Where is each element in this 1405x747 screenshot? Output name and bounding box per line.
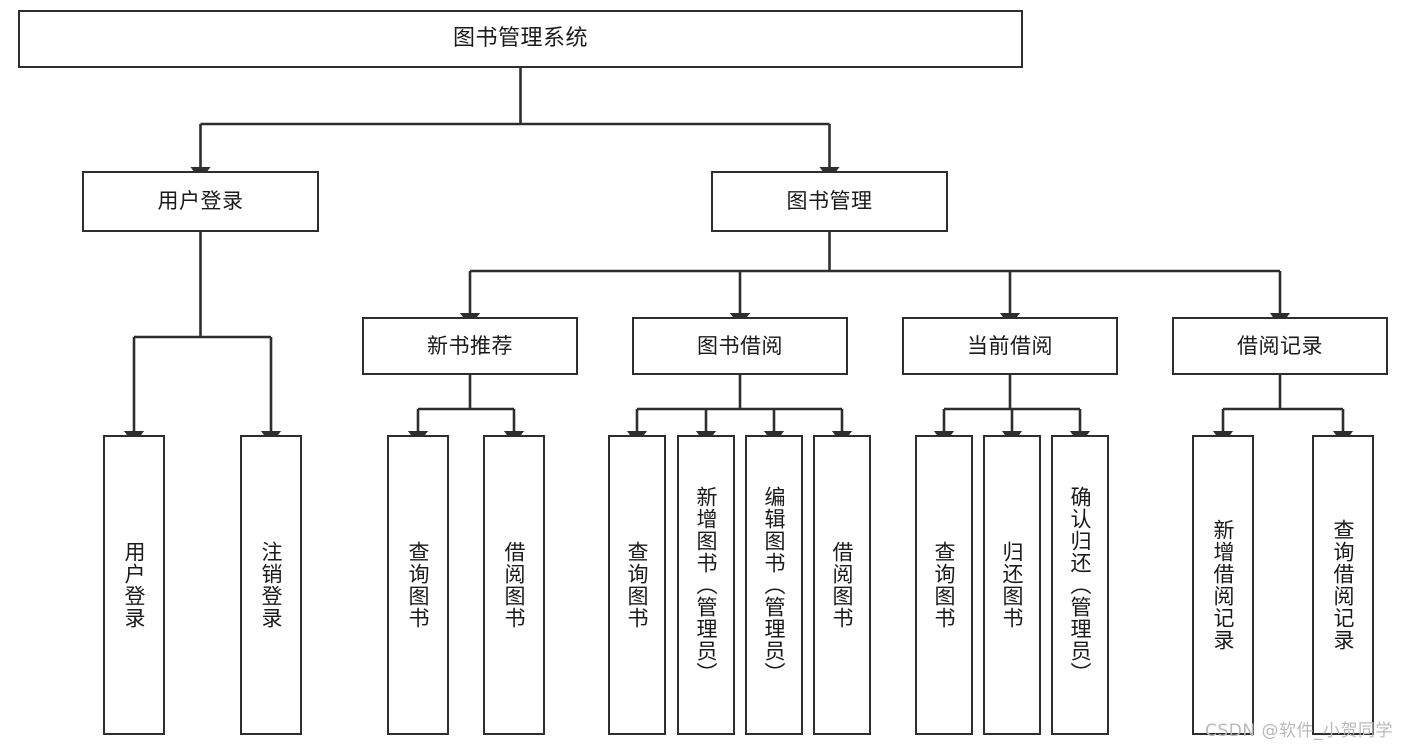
node-label: 图书管理 (786, 189, 873, 214)
node-new-book-recommend[interactable]: 新书推荐 (362, 317, 578, 375)
node-label: 当前借阅 (967, 333, 1053, 358)
node-label: 借阅图书 (830, 541, 855, 629)
node-book-borrow[interactable]: 图书借阅 (632, 317, 848, 375)
node-label: 查询图书 (932, 541, 957, 629)
node-leaf-confirm-return-admin[interactable]: 确认归还（管理员） (1051, 435, 1109, 735)
node-label: 查询图书 (406, 541, 431, 629)
node-leaf-query-book-recommend[interactable]: 查询图书 (387, 435, 449, 735)
node-leaf-add-borrow-record[interactable]: 新增借阅记录 (1192, 435, 1254, 735)
node-label: 编辑图书（管理员） (762, 486, 787, 684)
node-leaf-edit-book-admin[interactable]: 编辑图书（管理员） (745, 435, 803, 735)
node-borrow-record[interactable]: 借阅记录 (1172, 317, 1388, 375)
node-label: 新增图书（管理员） (694, 486, 719, 684)
node-leaf-query-borrow-record[interactable]: 查询借阅记录 (1312, 435, 1374, 735)
node-label: 查询图书 (625, 541, 650, 629)
node-label: 借阅记录 (1237, 333, 1323, 358)
node-label: 图书管理系统 (452, 26, 588, 52)
node-label: 用户登录 (122, 541, 147, 629)
node-label: 归还图书 (1000, 541, 1025, 629)
node-label: 新书推荐 (427, 333, 513, 358)
node-label: 查询借阅记录 (1331, 519, 1356, 651)
node-leaf-logout[interactable]: 注销登录 (240, 435, 302, 735)
node-label: 借阅图书 (502, 541, 527, 629)
node-leaf-borrow-book-recommend[interactable]: 借阅图书 (483, 435, 545, 735)
node-root[interactable]: 图书管理系统 (18, 10, 1023, 68)
node-book-manage[interactable]: 图书管理 (711, 171, 948, 232)
watermark-text: CSDN @软件_小贺同学 (1205, 721, 1393, 741)
node-leaf-add-book-admin[interactable]: 新增图书（管理员） (677, 435, 735, 735)
node-leaf-borrow-book[interactable]: 借阅图书 (813, 435, 871, 735)
node-label: 用户登录 (157, 189, 244, 214)
node-leaf-query-book-borrow[interactable]: 查询图书 (608, 435, 666, 735)
node-label: 图书借阅 (697, 333, 783, 358)
node-leaf-return-book[interactable]: 归还图书 (983, 435, 1041, 735)
node-user-login[interactable]: 用户登录 (82, 171, 319, 232)
node-leaf-user-login[interactable]: 用户登录 (103, 435, 165, 735)
node-label: 确认归还（管理员） (1068, 486, 1093, 684)
node-current-borrow[interactable]: 当前借阅 (902, 317, 1118, 375)
node-label: 新增借阅记录 (1211, 519, 1236, 651)
node-leaf-query-book-current[interactable]: 查询图书 (915, 435, 973, 735)
node-label: 注销登录 (259, 541, 284, 629)
